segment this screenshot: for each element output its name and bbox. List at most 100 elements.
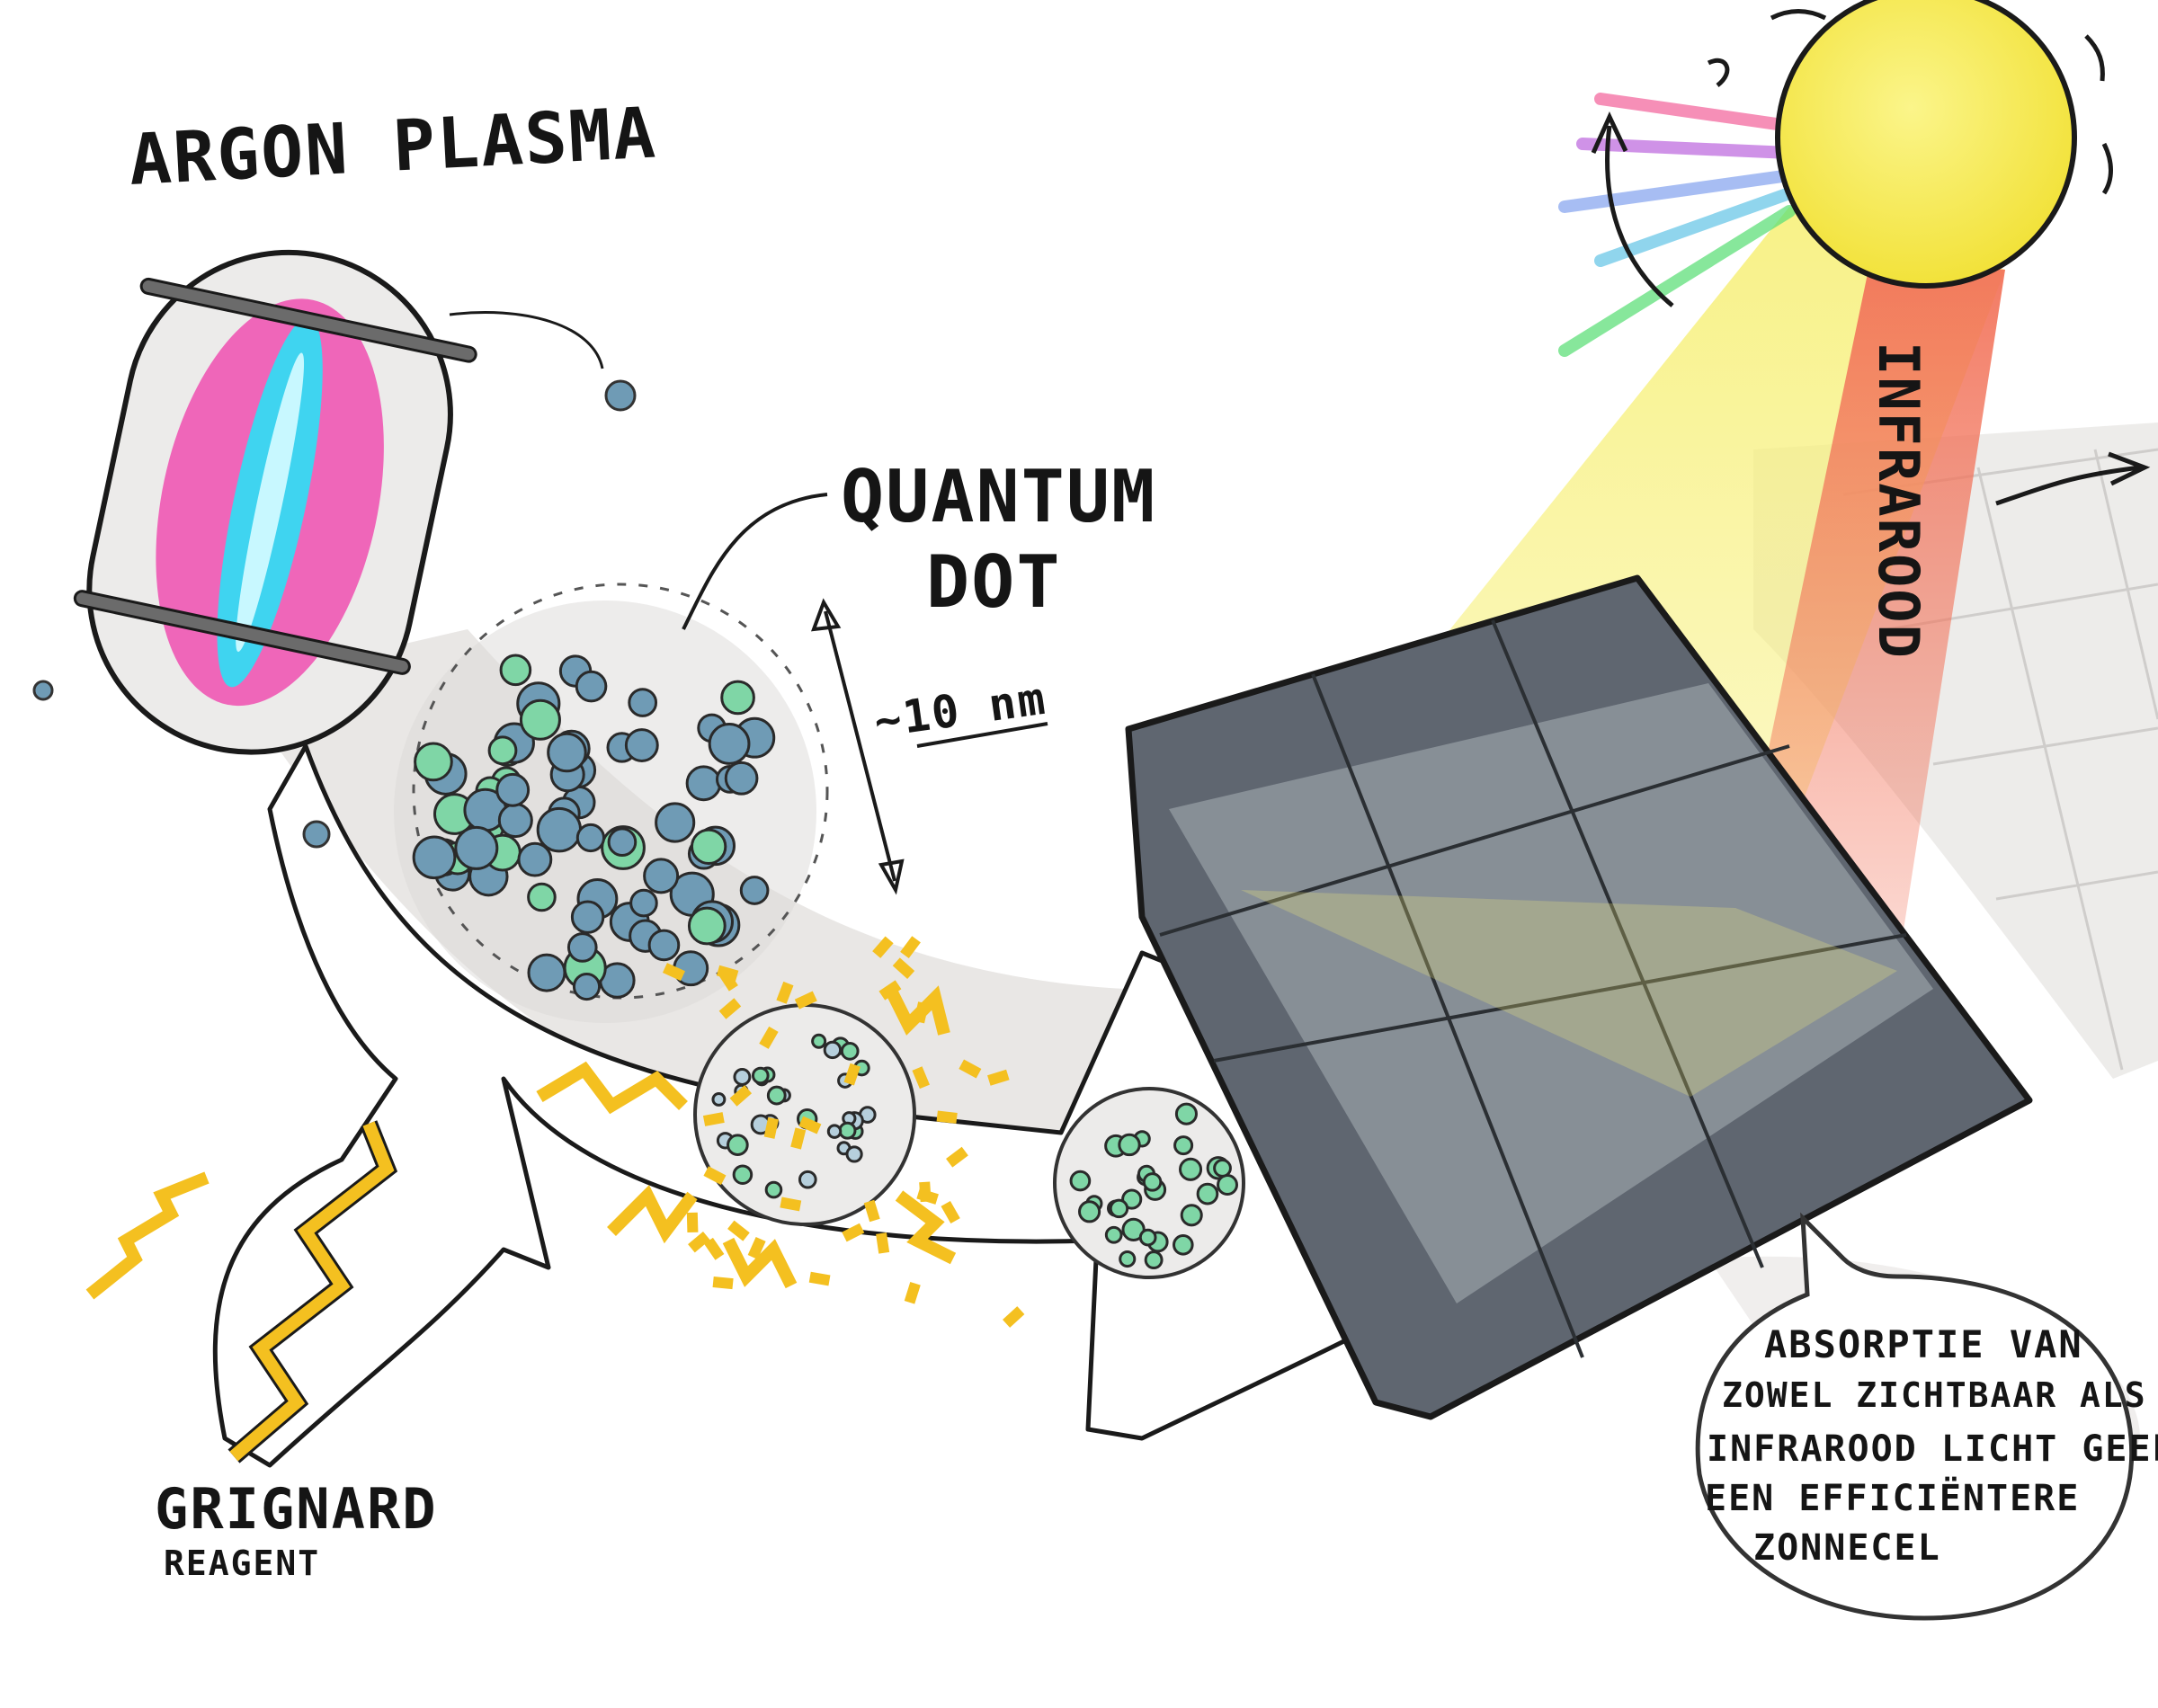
green-atom	[1104, 1225, 1123, 1244]
spark-fragment	[729, 1085, 753, 1107]
spark-fragment	[662, 963, 685, 982]
grignard-label: GRIGNARD	[155, 1476, 438, 1542]
green-atom	[1119, 1250, 1137, 1268]
spark-fragment	[842, 1223, 865, 1242]
spectrum-rays	[1558, 93, 1796, 357]
speech-line-4: EEN EFFICIËNTERE	[1705, 1476, 2080, 1519]
spark-fragment	[946, 1146, 968, 1168]
particle-atom	[766, 1085, 787, 1106]
quantum-dot-atom	[575, 670, 608, 703]
green-quantum-dot	[1053, 1087, 1245, 1279]
spark-fragment	[892, 957, 915, 979]
quantum-dot-atom	[572, 972, 602, 1001]
particle-atom	[751, 1066, 770, 1085]
argon-plasma-label: ARGON PLASMA	[127, 93, 658, 201]
sun-ray-marks	[1707, 9, 2113, 195]
quantum-dot-atom	[527, 882, 557, 912]
spark-fragment	[843, 1063, 861, 1086]
spark-fragment	[1003, 1306, 1025, 1328]
solar-panel	[1125, 574, 2033, 1420]
spark-fragment	[704, 1237, 725, 1260]
size-arrow	[811, 598, 1048, 895]
spark-fragment	[780, 1196, 802, 1212]
particle-atom	[840, 1042, 860, 1061]
spark-fragment	[941, 1200, 960, 1224]
speech-line-5: ZONNECEL	[1753, 1527, 1941, 1569]
green-atom	[1173, 1135, 1194, 1156]
quantum-dot-atom	[720, 680, 755, 716]
green-atom	[1196, 1182, 1219, 1205]
quantum-dot-atom	[412, 835, 457, 880]
quantum-dot-label-line1: QUANTUM	[841, 455, 1156, 538]
quantum-dot	[394, 583, 829, 1023]
quantum-dot-atom	[519, 698, 561, 741]
quantum-dot-atom	[566, 932, 598, 963]
quantum-dot-atom	[628, 688, 658, 717]
particle-atom	[811, 1033, 827, 1049]
spark-fragments	[662, 936, 1025, 1328]
plasma-particles	[32, 311, 637, 849]
ray-arrow-up	[1591, 111, 1674, 307]
quantum-dot-atom	[624, 728, 659, 762]
green-atom	[1173, 1234, 1194, 1256]
spark-fragment	[702, 1112, 725, 1126]
reacting-particle	[693, 1003, 916, 1226]
spark-fragment	[912, 1066, 930, 1090]
quantum-dot-atom	[487, 735, 518, 766]
argon-plasma-capsule	[73, 249, 477, 755]
particle-atom	[732, 1164, 754, 1185]
green-atom	[1142, 1172, 1163, 1192]
quantum-dot-atom	[690, 828, 727, 865]
particle-atom	[733, 1068, 752, 1086]
particle-atom	[826, 1124, 843, 1139]
quantum-dot-atom	[685, 765, 722, 802]
particle-atom	[711, 1092, 727, 1107]
ray-arrow-right	[1995, 451, 2151, 506]
quantum-dot-atom	[414, 742, 453, 782]
green-atom	[1144, 1250, 1164, 1270]
quantum-dot-pointer	[682, 493, 828, 630]
green-atom	[1118, 1133, 1141, 1157]
spark-fragment	[718, 998, 742, 1019]
spark-fragment	[919, 1181, 932, 1203]
quantum-dot-atom	[495, 772, 531, 807]
spark-fragment	[776, 981, 794, 1004]
spark-fragment	[808, 1271, 831, 1286]
size-label: ~10 nm	[871, 672, 1050, 748]
spark-fragment	[900, 936, 921, 959]
quantum-dot-atom	[647, 929, 681, 962]
spark-fragment	[959, 1059, 982, 1079]
quantum-dot-atom	[536, 806, 583, 853]
quantum-dot-atom	[527, 953, 566, 992]
particle-atom	[727, 1134, 749, 1157]
speech-bubble-text: ABSORPTIE VAN ZOWEL ZICHTBAAR ALS INFRAR…	[1705, 1322, 2158, 1569]
spark-fragment	[904, 1281, 921, 1304]
reagent-label: REAGENT	[164, 1543, 320, 1583]
quantum-dot-atom	[547, 732, 587, 773]
spark-fragment	[686, 1212, 699, 1233]
quantum-dot-atom	[570, 900, 605, 934]
green-atom	[1179, 1157, 1203, 1181]
quantum-dot-atom	[454, 825, 499, 870]
spark-fragment	[872, 936, 894, 958]
quantum-dot-atom	[607, 827, 638, 858]
particle-atom	[823, 1040, 843, 1060]
spark-fragment	[878, 980, 902, 1001]
quantum-dot-atom	[643, 858, 680, 894]
spark-fragment	[876, 1232, 890, 1254]
particle-atom	[764, 1180, 783, 1199]
quantum-dot-atom	[739, 876, 770, 905]
spark-fragment	[763, 1116, 779, 1139]
spark-fragment	[688, 1232, 710, 1253]
speech-bubble	[1695, 1212, 2135, 1621]
spark-fragment	[712, 1277, 734, 1290]
particle-atom	[798, 1170, 817, 1189]
spark-fragment	[987, 1069, 1010, 1086]
quantum-dot-atom	[708, 723, 751, 765]
quantum-dot-atom	[655, 802, 696, 843]
quantum-dot-atom	[517, 841, 553, 877]
sun-icon	[1775, 0, 2077, 289]
spark-fragment	[759, 1026, 779, 1049]
